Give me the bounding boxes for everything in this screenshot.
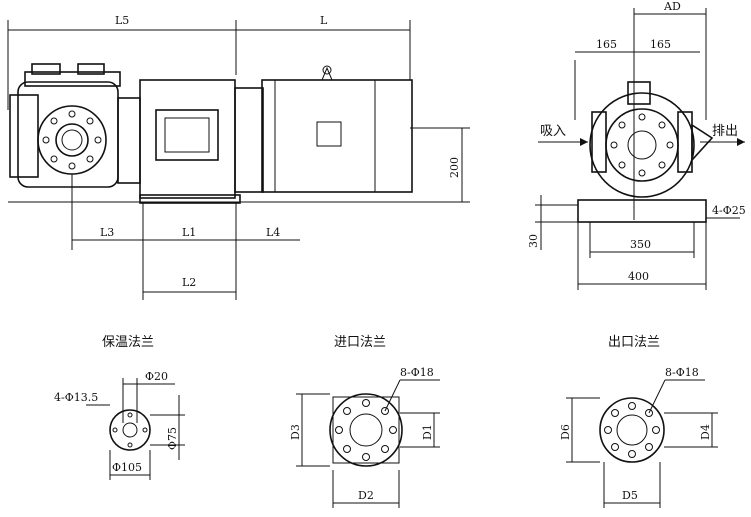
dim-D4: D4 [699,424,712,440]
outlet-bolt-holes [604,402,660,458]
dim-bolt-insulation: 4-Φ13.5 [54,391,98,404]
label-inlet: 吸入 [540,124,566,139]
dim-D6: D6 [559,424,572,440]
dim-L: L [320,14,328,27]
dim-400: 400 [628,270,649,283]
pump-flange-bolts [42,110,102,170]
dim-L3: L3 [100,226,114,239]
dim-D1: D1 [421,424,434,440]
side-flange-bolts [610,113,674,177]
dim-165-right: 165 [650,38,671,51]
dim-L1: L1 [182,226,196,239]
dim-L2: L2 [182,276,196,289]
flange-outlet: 出口法兰 8-Φ18 D6 D4 D5 [559,335,718,508]
flange-title-outlet: 出口法兰 [608,335,660,350]
flange-title-inlet: 进口法兰 [334,335,386,350]
dim-phi20: Φ20 [145,370,168,383]
dim-200: 200 [448,157,461,178]
dim-bolt-inlet: 8-Φ18 [400,366,434,379]
inlet-bolt-holes [335,399,397,461]
label-outlet: 排出 [712,124,738,139]
dim-holes: 4-Φ25 [712,204,746,217]
dim-350: 350 [630,238,651,251]
dim-phi75: Φ75 [166,427,179,450]
dim-phi105: Φ105 [112,461,142,474]
dim-30: 30 [527,234,540,248]
dim-165-left: 165 [596,38,617,51]
dim-D3: D3 [289,424,302,440]
dim-D5: D5 [622,489,638,502]
flange-insulation: 保温法兰 Φ20 4-Φ13.5 Φ75 Φ105 [54,335,185,480]
dim-bolt-outlet: 8-Φ18 [665,366,699,379]
front-view: L5 L 200 [7,14,470,300]
side-view: AD 165 165 350 400 30 4-Φ25 吸入 [527,0,746,290]
flange-inlet: 进口法兰 8-Φ18 D3 D1 D2 [289,335,440,508]
dim-AD: AD [663,0,681,13]
dim-D2: D2 [358,489,374,502]
flange-title-insulation: 保温法兰 [102,335,154,350]
dim-L4: L4 [266,226,280,239]
dim-L5: L5 [115,14,129,27]
